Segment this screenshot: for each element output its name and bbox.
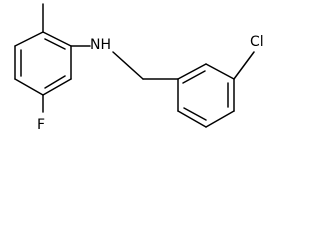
chlorine-label: Cl xyxy=(250,34,264,50)
double-bond-inner-r5-r6 xyxy=(183,107,207,121)
bond-r2-r3 xyxy=(205,63,235,80)
nh-label: NH xyxy=(90,37,111,53)
bond-c6-c1 xyxy=(14,31,44,47)
chlorine-bond xyxy=(233,51,255,80)
fluorine-label: F xyxy=(37,117,45,133)
double-bond-inner-c1-c2 xyxy=(44,38,66,50)
double-bond-inner-r1-r2 xyxy=(182,70,206,84)
bond-r1-r2 xyxy=(177,63,207,80)
bond-c4-c5 xyxy=(14,78,44,96)
nh-to-ch2-bond xyxy=(112,51,144,80)
structure-drawing: NH F Cl xyxy=(14,3,264,133)
bond-c3-c4 xyxy=(42,78,72,96)
bond-r5-r6 xyxy=(177,110,207,128)
fluoromethylphenyl-ring xyxy=(14,31,72,96)
bond-c1-c2 xyxy=(42,31,72,47)
bond-r4-r5 xyxy=(205,110,235,128)
double-bond-inner-c3-c4 xyxy=(44,75,66,89)
chlorophenyl-ring xyxy=(177,63,235,128)
